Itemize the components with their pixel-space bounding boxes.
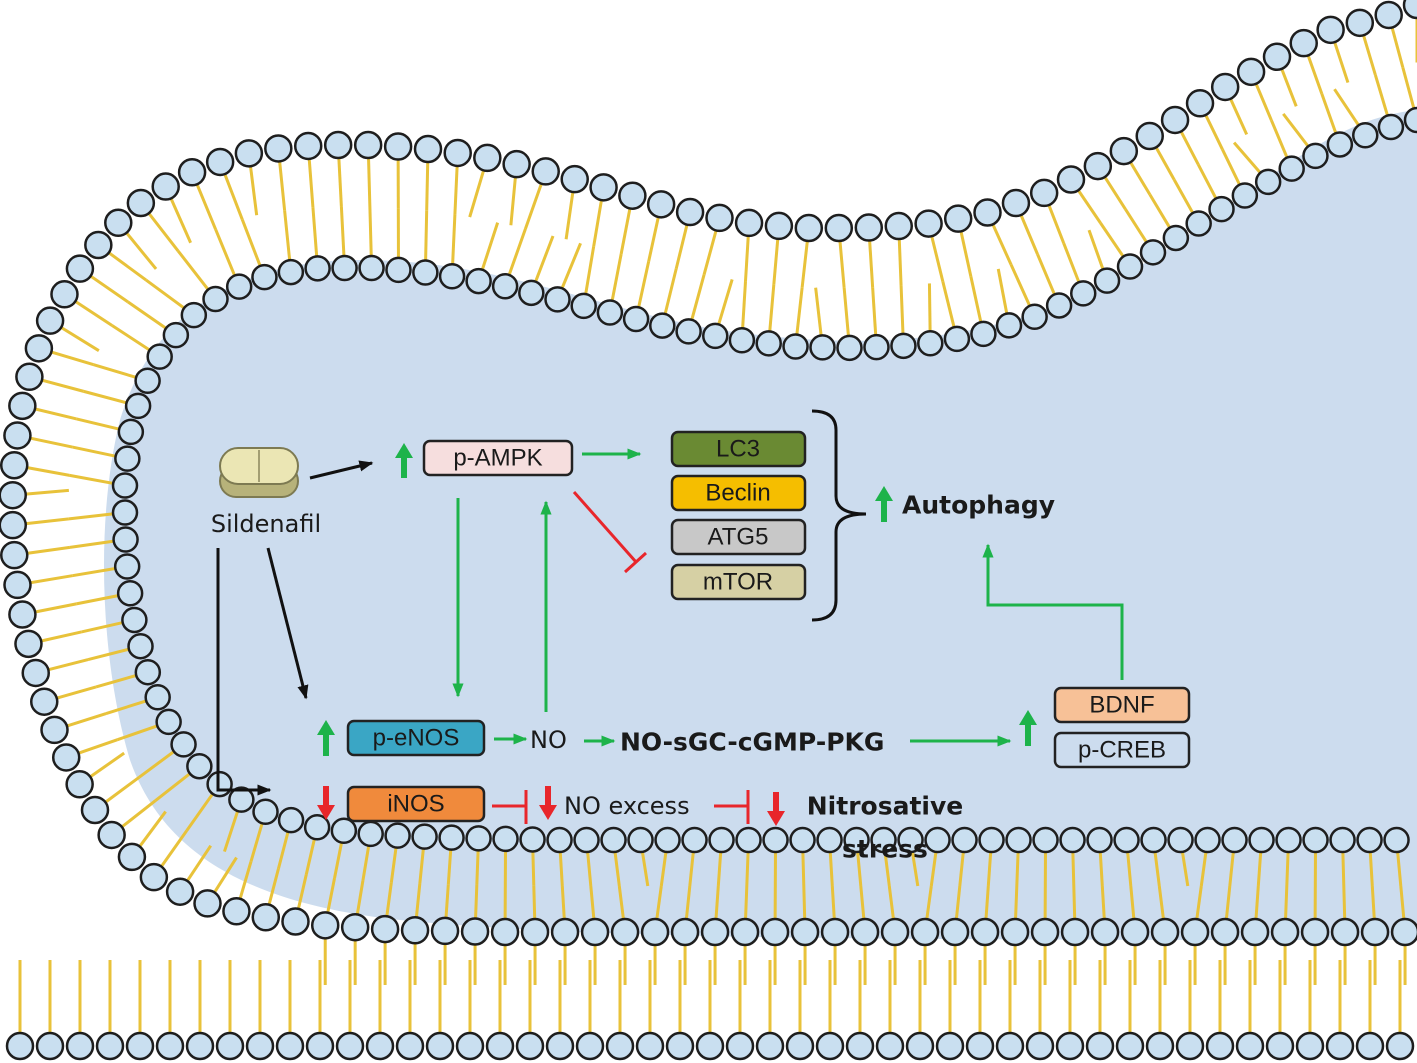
lc3-box [670,430,807,468]
no-label: NO [530,726,567,754]
autophagy-brace [811,409,867,622]
p-creb-label: p-CREB [1078,737,1166,764]
arrow-sildenafil-to-enos [266,547,309,700]
mtor-box [670,563,807,601]
nitrosative-label-line2: stress [842,835,928,864]
inhibit-ampk-mtor [572,491,638,563]
beclin-box [670,474,807,512]
down-arrow-icon [767,792,785,826]
up-arrow-icon [1019,710,1037,746]
autophagy-label: Autophagy [902,491,1055,520]
atg5-box [670,518,807,556]
no-excess-label: NO excess [564,792,690,820]
down-arrow-icon [317,786,335,820]
up-arrow-icon [875,486,893,522]
inhibit-inos-no-excess [492,790,528,824]
pathway-label: NO-sGC-cGMP-PKG [620,728,884,757]
p-ampk-box [422,439,574,477]
p-ampk-label: p-AMPK [453,445,542,472]
p-creb-box [1053,731,1191,769]
sildenafil-label: Sildenafil [211,510,321,538]
p-enos-box [346,719,486,757]
lc3-label: LC3 [716,436,760,463]
bdnf-box [1053,686,1191,724]
down-arrow-icon [539,786,557,820]
inos-label: iNOS [387,791,444,818]
p-enos-label: p-eNOS [373,725,460,752]
arrow-bdnf-to-autophagy [982,543,1124,680]
beclin-label: Beclin [705,480,770,507]
up-arrow-icon [395,443,413,478]
atg5-label: ATG5 [708,524,769,551]
arrow-sildenafil-to-inos [216,548,272,796]
up-arrow-icon [317,720,335,756]
bdnf-label: BDNF [1089,692,1154,719]
arrow-sildenafil-to-ampk [309,460,374,480]
inos-box [346,785,486,823]
sildenafil-pill-icon [219,447,299,498]
inhibit-no-excess-stress [714,790,750,824]
nitrosative-label-line1: Nitrosative [807,792,963,821]
mtor-label: mTOR [703,569,773,596]
